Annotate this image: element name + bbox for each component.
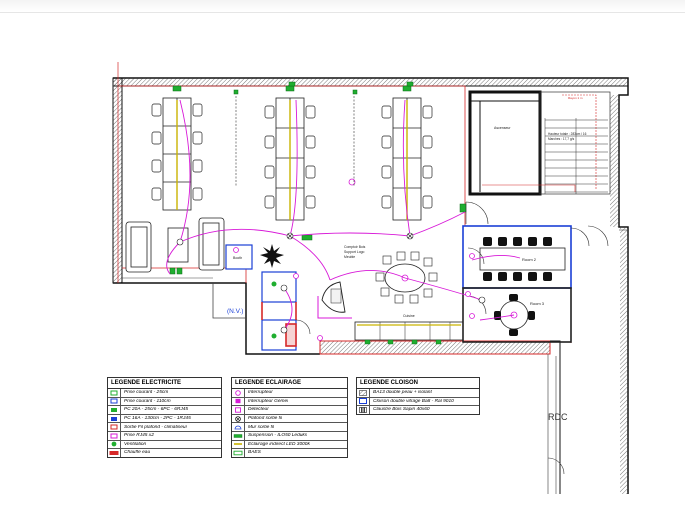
kitchen-label: Cuisine <box>403 314 415 318</box>
rj45-icon <box>108 431 121 440</box>
switch-icon <box>232 389 245 397</box>
legend-electric-item: PC 16A - 130cm - 2PC - 1RJ45 <box>124 416 191 422</box>
door-swings <box>295 201 609 475</box>
switches <box>233 178 475 341</box>
desk-outlets <box>172 85 467 241</box>
level-label: RDC <box>548 412 568 422</box>
legend-partition-title: LEGENDE CLOISON <box>357 378 479 389</box>
room-2-label: Room 2 <box>522 257 537 262</box>
legend-lighting-item: Interrupteur Gémel <box>248 398 289 404</box>
legend-lighting-item: Interrupteur <box>248 390 273 396</box>
booth: Booth <box>225 244 253 270</box>
nv-label: (N.V.) <box>227 308 243 315</box>
detector-icon <box>232 406 245 414</box>
legend-electric: LEGENDE ELECTRICITE Prise courant - 25cm… <box>107 377 222 458</box>
legend-electric-item: Prise RJ45 x2 <box>124 433 154 439</box>
stair-note-1: Hauteur totale : 283cm / 16 <box>548 132 587 136</box>
legend-lighting-item: BAES <box>248 450 261 456</box>
stair-note-2: Marches : 17,7 g/s <box>548 137 575 141</box>
ceiling-markers <box>233 81 414 95</box>
legend-lighting: LEGENDE ECLAIRAGE Interrupteur Interrupt… <box>231 377 348 458</box>
kitchen: Cuisine <box>354 314 464 345</box>
legend-partition: LEGENDE CLOISON BA13 double peau + isola… <box>356 377 480 415</box>
service-partitions <box>261 302 297 347</box>
sofas <box>125 217 225 273</box>
wall-outlet-icon <box>232 423 245 431</box>
dashed-suspension <box>235 96 355 186</box>
room-3-label: Room 3 <box>530 301 545 306</box>
outlet-110-icon <box>108 397 121 406</box>
wood-screen-icon <box>357 406 370 414</box>
water-heater-icon <box>108 449 121 457</box>
legend-electric-item: Ventilation <box>124 441 147 447</box>
right-facade <box>555 229 628 494</box>
outlet-25-icon <box>108 389 121 397</box>
desk-led-strips <box>176 100 408 220</box>
legend-partition-item: Cloison double vitrage Ba8 - Ral 9010 <box>373 398 454 404</box>
booth-label: Booth <box>233 256 242 260</box>
building-walls <box>112 62 629 494</box>
desk-chairs <box>151 103 433 209</box>
legend-lighting-item: Mur sortie fil <box>248 424 275 430</box>
legend-partition-item: Claustre Bois Sapin 40x60 <box>373 407 430 413</box>
pc-20a-icon <box>108 406 121 414</box>
light-fixtures <box>176 232 486 334</box>
ventilation-points <box>271 281 277 339</box>
lounge-outlets <box>169 267 183 275</box>
legend-lighting-item: Plafond sortie fil <box>248 416 283 422</box>
legend-electric-title: LEGENDE ELECTRICITE <box>108 378 221 389</box>
suspension-icon <box>232 431 245 440</box>
glazed-wall-icon <box>357 397 370 406</box>
viewer-top-bar <box>0 0 685 13</box>
legend-lighting-title: LEGENDE ECLAIRAGE <box>232 378 347 389</box>
legend-electric-item: PC 20A - 25cm - 6PC - 6RJ45 <box>124 407 189 413</box>
counter <box>317 281 352 319</box>
ceiling-wire-icon <box>108 423 121 431</box>
ba13-icon <box>357 389 370 397</box>
meeting-room-3: Room 3 <box>462 287 572 343</box>
lounge-note-1: Comptoir Bois <box>344 245 366 249</box>
legend-partition-item: BA13 double peau + isolant <box>373 390 432 396</box>
stair-core <box>468 90 611 196</box>
emergency-light-icon <box>232 449 245 457</box>
legend-lighting-item: Suspension - ILO50 Leduks <box>248 433 308 439</box>
elevator-label: Ascenseur <box>494 126 511 130</box>
legend-electric-item: Prise courant - 25cm <box>124 390 169 396</box>
double-switch-icon <box>232 397 245 406</box>
lounge-note-2: Support Logo <box>344 250 364 254</box>
ceiling-outlet-icon <box>232 414 245 423</box>
ventilation-icon <box>108 440 121 449</box>
led-strip-icon <box>232 440 245 449</box>
legend-lighting-item: Détecteur <box>248 407 269 413</box>
plant <box>260 244 284 268</box>
lounge-note-3: Meuble <box>344 255 355 259</box>
legend-lighting-item: Eclairage indirect LED 3000k <box>248 441 310 447</box>
legend-electric-item: Prise courant - 110cm <box>124 398 171 404</box>
lighting-wiring <box>166 99 521 331</box>
legend-electric-item: Chauffe eau <box>124 450 151 456</box>
meeting-room-2: Room 2 <box>462 225 572 289</box>
radius-note: Rayon 1 m <box>568 96 583 100</box>
pc-16a-icon <box>108 414 121 423</box>
legend-electric-item: Sortie Fil plafond - climatiseur <box>124 424 188 430</box>
round-table-area: Comptoir Bois Support Logo Meuble <box>344 245 438 304</box>
